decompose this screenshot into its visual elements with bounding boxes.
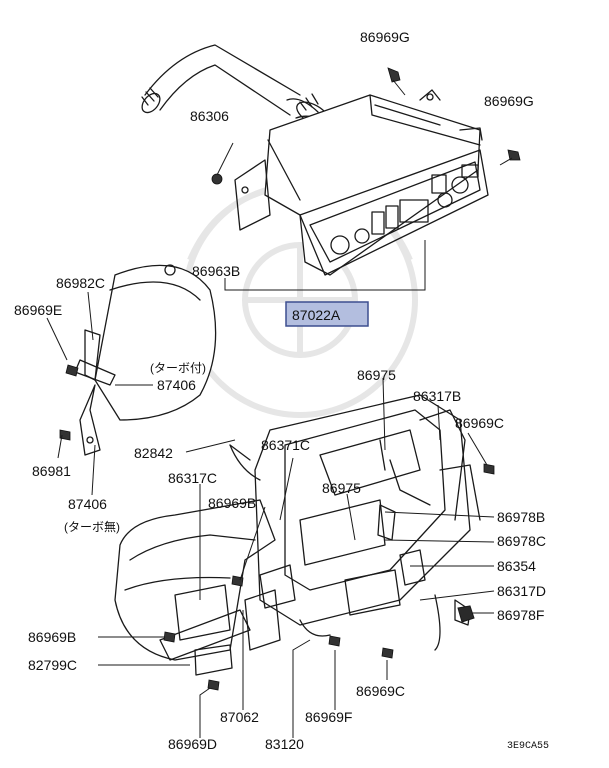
label-86975-upper[interactable]: 86975 — [357, 367, 396, 383]
screw-86969f[interactable] — [328, 635, 341, 647]
label-86969c-upper[interactable]: 86969C — [455, 415, 504, 431]
screw-86969g-top[interactable] — [387, 67, 406, 96]
label-86981[interactable]: 86981 — [32, 463, 71, 479]
label-86982c[interactable]: 86982C — [56, 275, 105, 291]
label-86975-lower[interactable]: 86975 — [322, 480, 361, 496]
highlight-87022a — [285, 301, 369, 327]
label-86978f[interactable]: 86978F — [497, 607, 544, 623]
heater-control-unit[interactable] — [234, 89, 489, 276]
leader-lines — [46, 142, 495, 738]
label-86969c-lower[interactable]: 86969C — [356, 683, 405, 699]
heater-unit-body[interactable] — [114, 394, 481, 676]
screw-86969c-lower[interactable] — [381, 647, 394, 659]
label-87022a[interactable]: 87022A — [292, 307, 341, 323]
label-82842[interactable]: 82842 — [134, 445, 173, 461]
label-86969b-upper[interactable]: 86969B — [208, 495, 256, 511]
screw-86969g-right[interactable] — [499, 149, 521, 166]
label-86978b[interactable]: 86978B — [497, 509, 545, 525]
label-turbo-with: (ターボ付) — [150, 361, 206, 375]
label-86978c[interactable]: 86978C — [497, 533, 546, 549]
label-86306[interactable]: 86306 — [190, 108, 229, 124]
label-86371c[interactable]: 86371C — [261, 437, 310, 453]
screw-86969d[interactable] — [207, 679, 220, 691]
clip-86978f[interactable] — [457, 605, 475, 623]
label-86969f[interactable]: 86969F — [305, 709, 352, 725]
label-86969g-top[interactable]: 86969G — [360, 29, 410, 45]
label-86969b-lower[interactable]: 86969B — [28, 629, 76, 645]
label-83120[interactable]: 83120 — [265, 736, 304, 752]
label-86963b[interactable]: 86963B — [192, 263, 240, 279]
label-86969g-right[interactable]: 86969G — [484, 93, 534, 109]
label-86969d[interactable]: 86969D — [168, 736, 217, 752]
label-82799c[interactable]: 82799C — [28, 657, 77, 673]
label-87062[interactable]: 87062 — [220, 709, 259, 725]
screw-86969c-upper[interactable] — [483, 463, 495, 475]
label-86969e[interactable]: 86969E — [14, 302, 62, 318]
screw-86969b-lower[interactable] — [163, 631, 176, 643]
label-87406-upper[interactable]: 87406 — [157, 377, 196, 393]
gauge-bracket-assembly[interactable] — [59, 264, 217, 456]
label-87406-lower[interactable]: 87406 — [68, 496, 107, 512]
label-86317d[interactable]: 86317D — [497, 583, 546, 599]
label-turbo-without: (ターボ無) — [64, 519, 120, 534]
screw-86963b[interactable] — [211, 173, 223, 185]
label-86317b[interactable]: 86317B — [413, 388, 461, 404]
diagram-code: 3E9CA55 — [507, 741, 549, 752]
label-86317c[interactable]: 86317C — [168, 470, 217, 486]
label-86354[interactable]: 86354 — [497, 558, 536, 574]
part-labels: 86969G 86969G 86306 86963B 87022A 86982C… — [14, 29, 549, 752]
